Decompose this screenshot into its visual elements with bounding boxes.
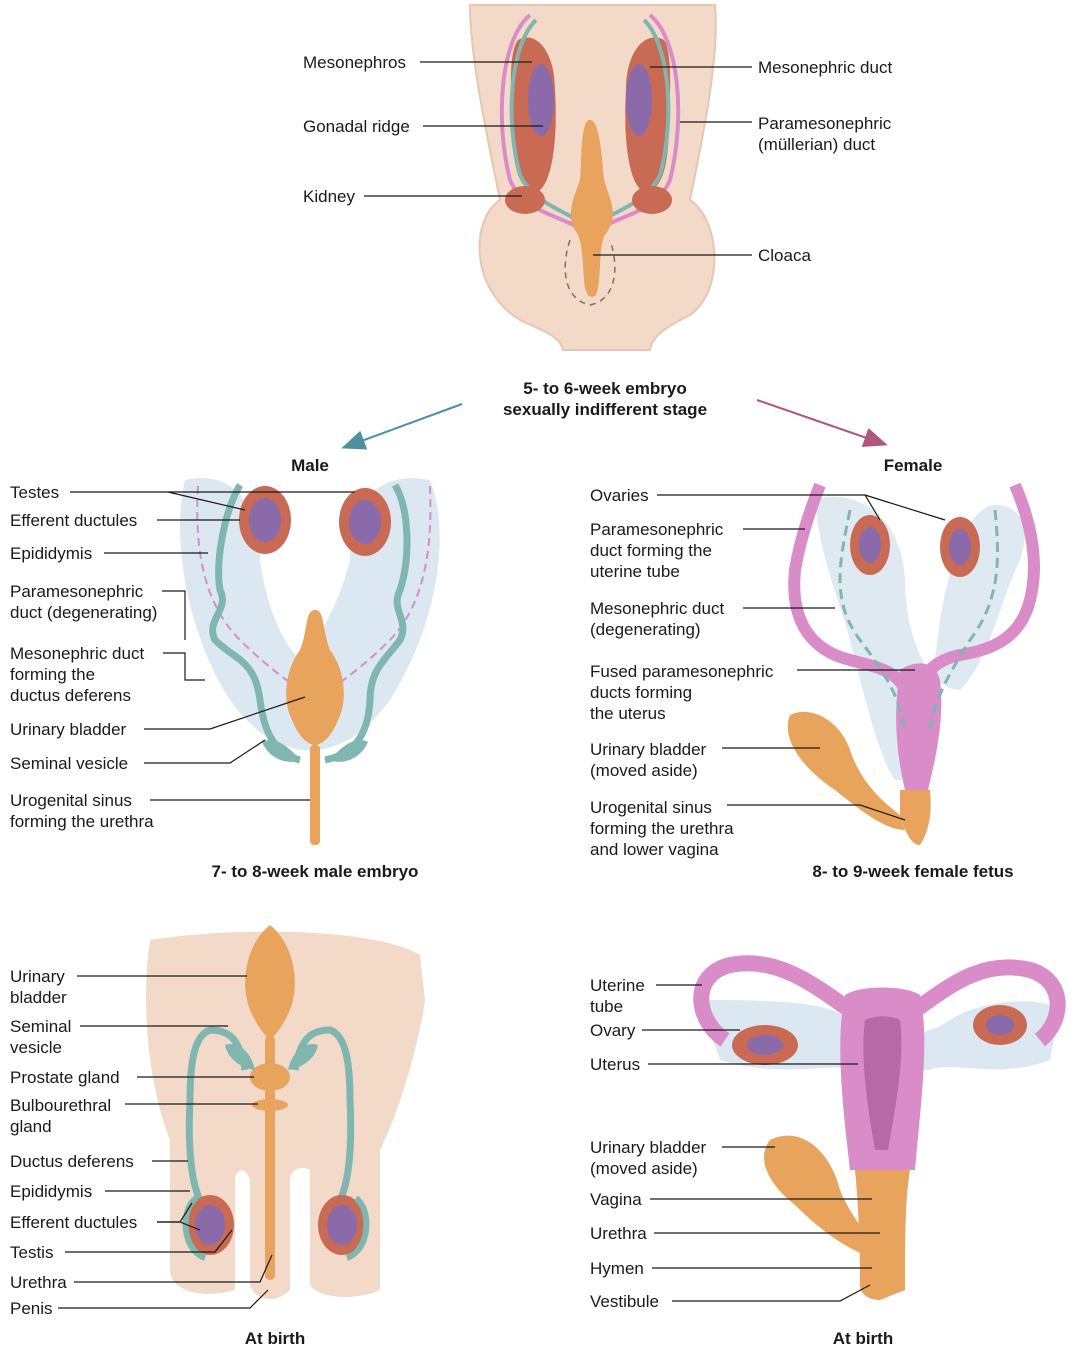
arrow-to-female xyxy=(757,400,884,444)
label-urethra-male: Urethra xyxy=(10,1272,67,1293)
label-ductus-deferens: Ductus deferens xyxy=(10,1151,134,1172)
label-urogenital-sinus-female: Urogenital sinus forming the urethra and… xyxy=(590,797,734,860)
label-fused-paramesonephric: Fused paramesonephric ducts forming the … xyxy=(590,661,773,724)
label-urinary-bladder-male-embryo: Urinary bladder xyxy=(10,719,126,740)
label-efferent-ductules-embryo: Efferent ductules xyxy=(10,510,137,531)
female-birth-caption: At birth xyxy=(788,1328,938,1349)
testis-right-inner xyxy=(349,500,381,544)
male-embryo-caption: 7- to 8-week male embryo xyxy=(165,861,465,882)
female-birth-vagina xyxy=(855,1170,910,1300)
label-mesonephric-duct: Mesonephric duct xyxy=(758,57,892,78)
label-urinary-bladder-female-birth: Urinary bladder (moved aside) xyxy=(590,1137,706,1179)
female-heading: Female xyxy=(863,455,963,476)
male-birth-prostate xyxy=(250,1063,290,1091)
label-ovaries: Ovaries xyxy=(590,485,649,506)
indifferent-embryo xyxy=(470,5,716,350)
female-birth-ovary-right-inner xyxy=(986,1015,1014,1035)
kidney-left xyxy=(505,186,545,214)
label-efferent-ductules-birth: Efferent ductules xyxy=(10,1212,137,1233)
label-gonadal-ridge: Gonadal ridge xyxy=(303,116,410,137)
male-birth-testis-right-inner xyxy=(327,1205,357,1245)
label-bulbourethral-gland: Bulbourethral gland xyxy=(10,1095,111,1137)
male-birth-caption: At birth xyxy=(200,1328,350,1349)
label-paramesonephric-degenerating: Paramesonephric duct (degenerating) xyxy=(10,581,157,623)
testis-left-inner xyxy=(249,498,281,542)
label-hymen: Hymen xyxy=(590,1258,644,1279)
label-testis: Testis xyxy=(10,1242,53,1263)
female-urogenital-sinus xyxy=(900,790,931,845)
male-embryo-illustration xyxy=(180,478,440,845)
kidney-right xyxy=(632,186,672,214)
male-birth-testis-left-inner xyxy=(195,1205,225,1245)
female-birth-illustration xyxy=(700,963,1060,1300)
label-paramesonephric-uterine-tube: Paramesonephric duct forming the uterine… xyxy=(590,519,723,582)
label-seminal-vesicle-birth: Seminal vesicle xyxy=(10,1016,71,1058)
label-urinary-bladder-female-fetus: Urinary bladder (moved aside) xyxy=(590,739,706,781)
male-urogenital-sinus xyxy=(310,745,320,845)
arrow-to-male xyxy=(345,404,462,447)
male-birth-illustration xyxy=(146,925,425,1299)
male-birth-bulbourethral xyxy=(252,1099,288,1111)
female-fetus-illustration xyxy=(788,485,1034,845)
label-mesonephric-ductus-deferens: Mesonephric duct forming the ductus defe… xyxy=(10,643,144,706)
label-urinary-bladder-birth: Urinary bladder xyxy=(10,966,67,1008)
label-ovary: Ovary xyxy=(590,1020,635,1041)
label-testes: Testes xyxy=(10,482,59,503)
label-urethra-female: Urethra xyxy=(590,1223,647,1244)
indifferent-caption-line2: sexually indifferent stage xyxy=(455,399,755,420)
label-mesonephric-degenerating: Mesonephric duct (degenerating) xyxy=(590,598,724,640)
male-heading: Male xyxy=(260,455,360,476)
label-paramesonephric-duct: Paramesonephric (müllerian) duct xyxy=(758,113,891,155)
label-uterus: Uterus xyxy=(590,1054,640,1075)
label-mesonephros: Mesonephros xyxy=(303,52,406,73)
gonadal-ridge-right xyxy=(626,64,652,136)
ovary-right-inner xyxy=(949,529,971,565)
label-cloaca: Cloaca xyxy=(758,245,811,266)
label-epididymis-birth: Epididymis xyxy=(10,1181,92,1202)
indifferent-caption-line1: 5- to 6-week embryo xyxy=(455,378,755,399)
label-kidney: Kidney xyxy=(303,186,355,207)
label-prostate-gland: Prostate gland xyxy=(10,1067,120,1088)
label-uterine-tube: Uterine tube xyxy=(590,975,645,1017)
label-vestibule: Vestibule xyxy=(590,1291,659,1312)
ovary-left-inner xyxy=(859,527,881,563)
label-seminal-vesicle-embryo: Seminal vesicle xyxy=(10,753,128,774)
female-birth-ovary-left-inner xyxy=(747,1035,783,1055)
label-penis: Penis xyxy=(10,1298,53,1319)
label-urogenital-sinus-male: Urogenital sinus forming the urethra xyxy=(10,790,154,832)
female-fetus-caption: 8- to 9-week female fetus xyxy=(763,861,1063,882)
label-epididymis-embryo: Epididymis xyxy=(10,543,92,564)
label-vagina: Vagina xyxy=(590,1189,642,1210)
gonadal-ridge-left xyxy=(528,64,554,136)
